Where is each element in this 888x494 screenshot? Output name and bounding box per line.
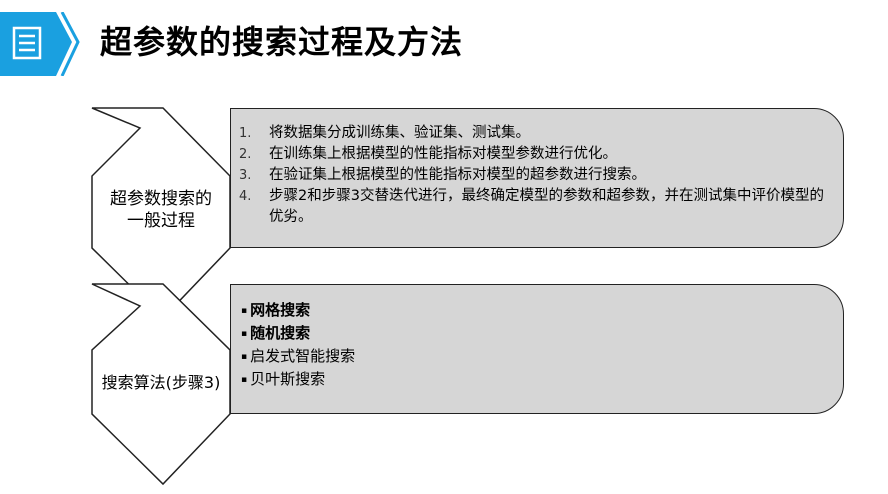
step-text: 在验证集上根据模型的性能指标对模型的超参数进行搜索。: [269, 167, 646, 183]
bullet-icon: ▪: [241, 375, 248, 385]
process-steps-box: 1. 将数据集分成训练集、验证集、测试集。 2. 在训练集上根据模型的性能指标对模型…: [230, 108, 844, 248]
step-item: 4. 步骤2和步骤3交替迭代进行，最终确定模型的参数和超参数，并在测试集中评价模型…: [239, 186, 833, 228]
step-item: 2. 在训练集上根据模型的性能指标对模型参数进行优化。: [239, 144, 833, 165]
method-text: 随机搜索: [250, 324, 311, 342]
chevron-2-label-text: 搜索算法(步骤3): [101, 373, 221, 392]
chevron-2: [91, 283, 231, 486]
step-text: 步骤2和步骤3交替迭代进行，最终确定模型的参数和超参数，并在测试集中评价模型的优…: [269, 188, 824, 225]
step-number: 2.: [239, 147, 252, 162]
method-item: ▪贝叶斯搜索: [241, 368, 843, 391]
page-title: 超参数的搜索过程及方法: [100, 23, 464, 61]
step-item: 3. 在验证集上根据模型的性能指标对模型的超参数进行搜索。: [239, 165, 833, 186]
chevron-1-label: 超参数搜索的 一般过程: [92, 188, 230, 232]
bullet-icon: ▪: [241, 306, 248, 316]
step-number: 1.: [239, 126, 252, 141]
chevron-2-label: 搜索算法(步骤3): [92, 372, 230, 394]
chevron-1-label-line2: 一般过程: [127, 211, 195, 231]
methods-list: ▪网格搜索 ▪随机搜索 ▪启发式智能搜索 ▪贝叶斯搜索: [231, 285, 843, 391]
step-number: 3.: [239, 168, 252, 183]
steps-list: 1. 将数据集分成训练集、验证集、测试集。 2. 在训练集上根据模型的性能指标对模型…: [231, 109, 843, 228]
step-number: 4.: [239, 189, 252, 204]
method-item: ▪随机搜索: [241, 322, 843, 345]
step-text: 在训练集上根据模型的性能指标对模型参数进行优化。: [269, 146, 617, 162]
method-item: ▪网格搜索: [241, 299, 843, 322]
method-text: 贝叶斯搜索: [250, 370, 326, 388]
search-methods-box: ▪网格搜索 ▪随机搜索 ▪启发式智能搜索 ▪贝叶斯搜索: [230, 284, 844, 414]
document-lines-icon: [0, 12, 80, 76]
method-text: 网格搜索: [250, 301, 311, 319]
step-item: 1. 将数据集分成训练集、验证集、测试集。: [239, 123, 833, 144]
bullet-icon: ▪: [241, 352, 248, 362]
chevron-1-label-line1: 超参数搜索的: [110, 189, 212, 209]
method-text: 启发式智能搜索: [250, 347, 356, 365]
bullet-icon: ▪: [241, 329, 248, 339]
step-text: 将数据集分成训练集、验证集、测试集。: [269, 125, 530, 141]
method-item: ▪启发式智能搜索: [241, 345, 843, 368]
